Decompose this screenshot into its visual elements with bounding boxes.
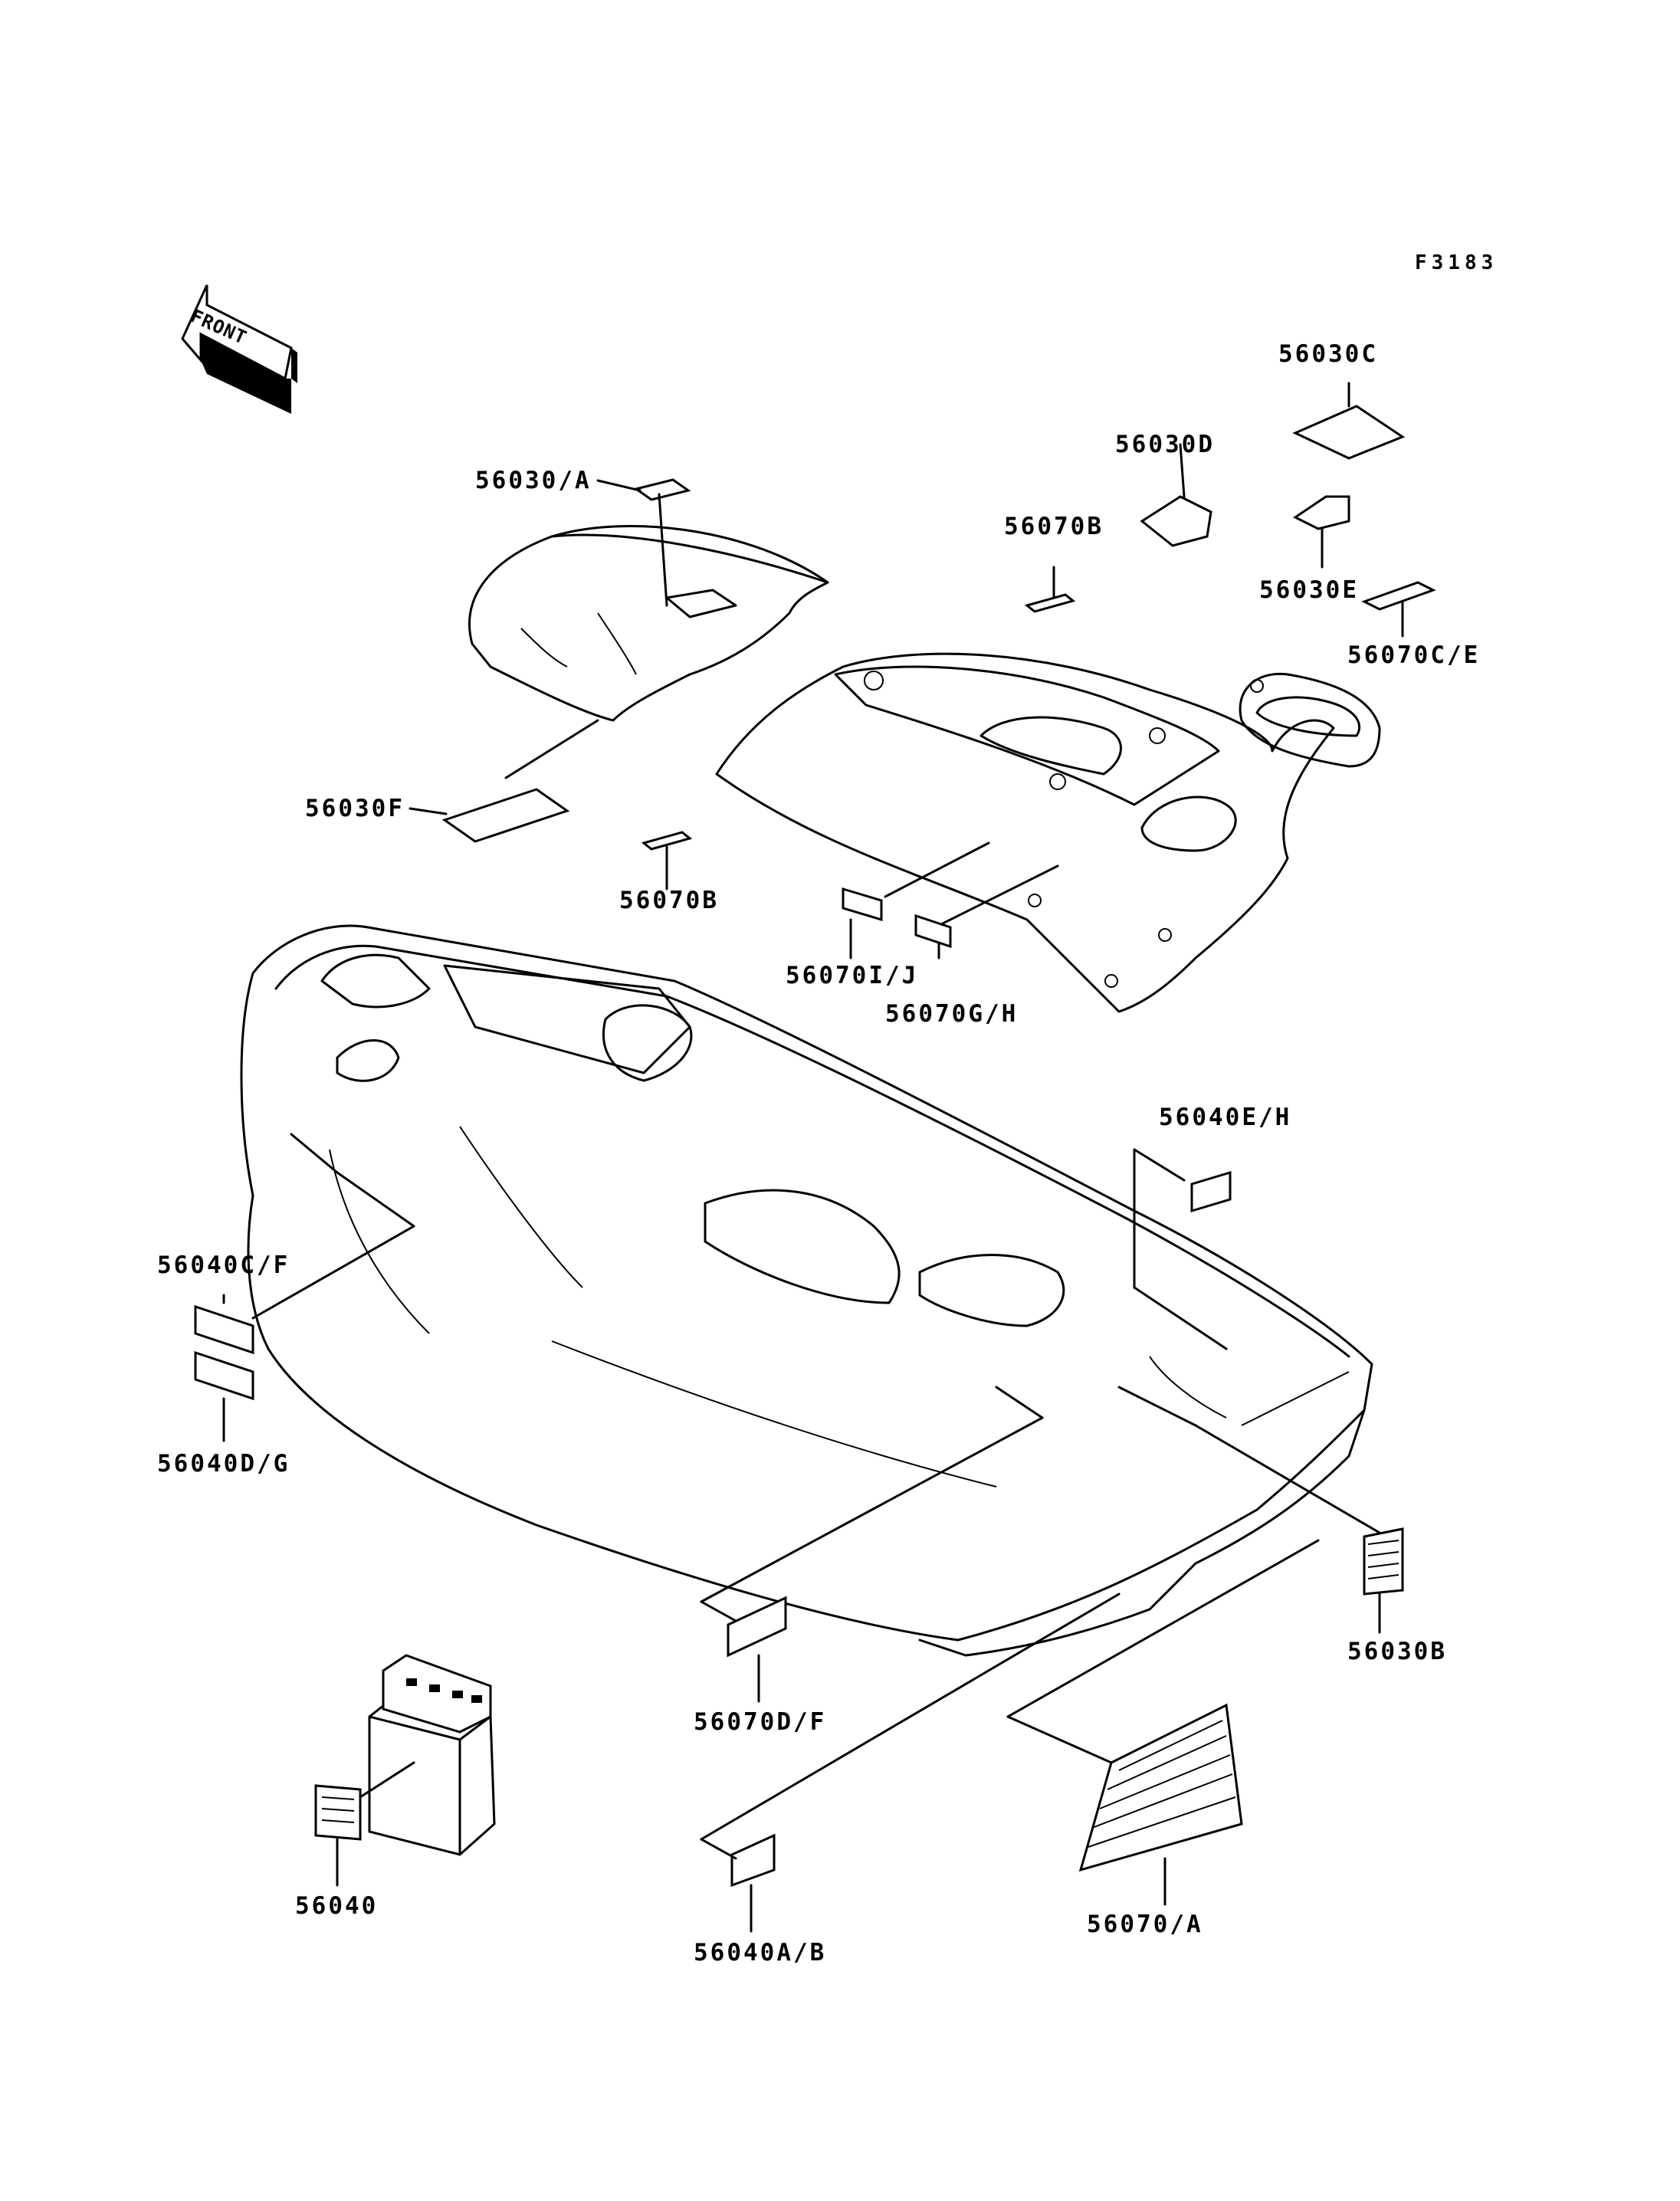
part-label-56040: 56040 — [295, 1892, 379, 1920]
hood-part — [468, 525, 829, 722]
part-label-56070B-mid: 56070B — [619, 887, 719, 914]
decal-56040AB — [730, 1833, 776, 1888]
decal-56070B-top — [1024, 593, 1076, 613]
decal-56070IJ — [842, 887, 883, 922]
gauge-cover-part — [1239, 672, 1381, 768]
part-label-56030C: 56030C — [1278, 340, 1378, 368]
decal-56070A — [1078, 1703, 1243, 1872]
decal-56030E — [1293, 495, 1350, 530]
part-label-56040CF: 56040C/F — [157, 1251, 290, 1279]
decal-56070B-mid — [641, 831, 693, 851]
part-label-56030D: 56030D — [1115, 431, 1215, 458]
part-label-56040AB: 56040A/B — [694, 1939, 827, 1966]
leader-lines — [222, 382, 1404, 1933]
part-label-56070CE: 56070C/E — [1347, 641, 1481, 669]
decal-56070GH — [914, 914, 952, 949]
decal-56040 — [314, 1784, 362, 1841]
decal-shapes — [194, 405, 1436, 1888]
decal-56040CF — [194, 1304, 254, 1355]
decal-56040DG — [194, 1350, 254, 1401]
part-label-56030A: 56030/A — [475, 467, 592, 494]
rear-deck-part — [715, 652, 1335, 1013]
part-label-56030B: 56030B — [1347, 1638, 1447, 1665]
figure-code: F3183 — [1415, 251, 1498, 274]
front-arrow-icon — [181, 284, 297, 414]
decal-56030C — [1292, 405, 1406, 460]
decal-hatching — [321, 1540, 1399, 1848]
part-label-56070B-top: 56070B — [1004, 513, 1104, 540]
part-label-56030F: 56030F — [305, 795, 405, 822]
battery-part — [368, 1654, 496, 1856]
part-label-56040DG: 56040D/G — [157, 1450, 290, 1478]
decal-56070CE — [1361, 581, 1436, 611]
part-label-56070A: 56070/A — [1087, 1911, 1203, 1938]
part-label-56040EH: 56040E/H — [1159, 1104, 1292, 1131]
decal-56030D — [1140, 495, 1212, 547]
decal-56030B — [1363, 1527, 1404, 1596]
part-label-56030E: 56030E — [1259, 576, 1359, 604]
part-label-56070IJ: 56070I/J — [786, 962, 919, 989]
decal-56070DF — [727, 1596, 787, 1658]
decal-56040EH — [1190, 1170, 1232, 1213]
decal-56030A — [633, 478, 691, 501]
part-label-56070GH: 56070G/H — [885, 1000, 1019, 1028]
decal-56030F — [441, 788, 570, 843]
part-label-56070DF: 56070D/F — [694, 1708, 827, 1736]
